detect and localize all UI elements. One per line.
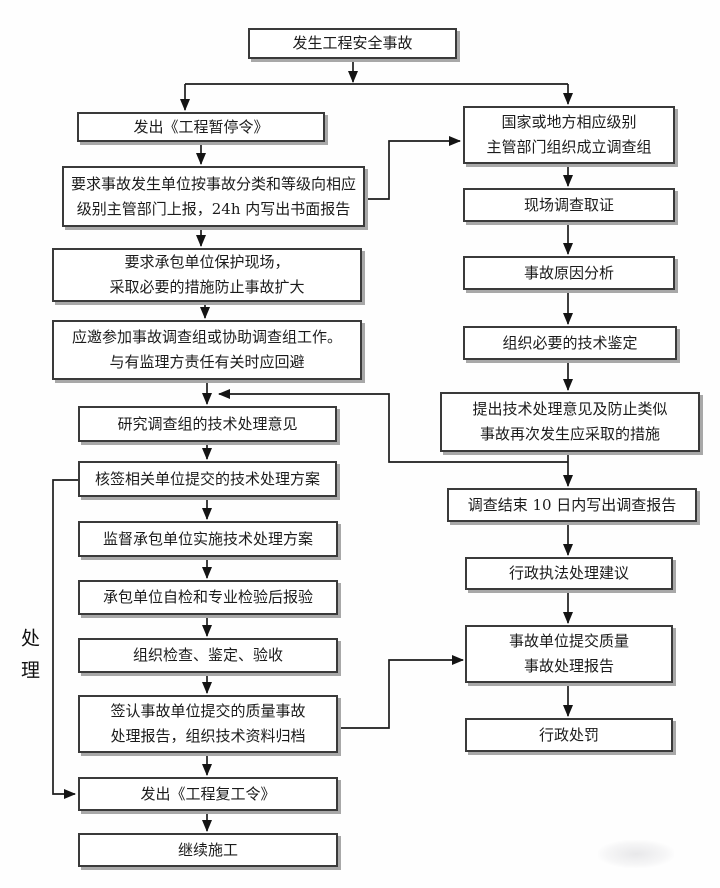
node-text-line: 研究调查组的技术处理意见 <box>117 414 298 433</box>
node-accident-occurs: 发生工程安全事故 <box>248 28 457 59</box>
watermark-blob <box>598 840 674 868</box>
node-countersign-plan: 核签相关单位提交的技术处理方案 <box>78 461 337 497</box>
node-text-line: 行政处罚 <box>538 725 599 744</box>
node-enforcement-suggestion: 行政执法处理建议 <box>465 557 673 590</box>
node-text-line: 调查结束 10 日内写出调查报告 <box>467 495 677 514</box>
node-text-line: 继续施工 <box>177 840 238 859</box>
node-text-line: 发生工程安全事故 <box>292 34 413 52</box>
node-cause-analysis: 事故原因分析 <box>463 256 675 290</box>
node-issue-resume-order: 发出《工程复工令》 <box>78 777 338 811</box>
node-technical-appraisal: 组织必要的技术鉴定 <box>463 326 677 360</box>
node-text-line: 事故原因分析 <box>523 263 614 282</box>
node-issue-suspension-order: 发出《工程暂停令》 <box>77 112 325 142</box>
node-investigation-report: 调查结束 10 日内写出调查报告 <box>447 488 697 522</box>
node-text-line: 发出《工程复工令》 <box>140 784 276 803</box>
node-continue-construction: 继续施工 <box>78 833 338 867</box>
node-text-line: 组织必要的技术鉴定 <box>502 333 638 352</box>
node-supervise-implementation: 监督承包单位实施技术处理方案 <box>78 521 338 557</box>
node-text-line: 国家或地方相应级别 <box>501 113 637 131</box>
node-text-line: 与有监理方责任有关时应回避 <box>109 353 305 371</box>
connector-b7-loop-b12 <box>52 479 78 799</box>
node-text-line: 签认事故单位提交的质量事故 <box>110 702 306 720</box>
node-submit-quality-report: 事故单位提交质量事故处理报告 <box>465 625 673 683</box>
node-text-line: 主管部门组织成立调查组 <box>486 138 652 156</box>
node-text-line: 处理报告，组织技术资料归档 <box>110 727 306 745</box>
node-text-line: 事故处理报告 <box>523 657 614 675</box>
node-text-line: 提出技术处理意见及防止类似 <box>472 400 668 418</box>
node-propose-measures: 提出技术处理意见及防止类似事故再次发生应采取的措施 <box>440 392 700 452</box>
connector-b11-to-r8 <box>338 655 464 729</box>
node-contractor-selfcheck: 承包单位自检和专业检验后报验 <box>78 580 338 615</box>
node-text-line: 要求承包单位保护现场， <box>124 253 290 271</box>
node-study-technical-opinions: 研究调查组的技术处理意见 <box>78 406 337 442</box>
node-administrative-penalty: 行政处罚 <box>465 718 673 752</box>
node-text-line: 现场调查取证 <box>523 195 614 214</box>
node-protect-site: 要求承包单位保护现场， 采取必要的措施防止事故扩大 <box>52 248 362 302</box>
node-text-line: 事故单位提交质量 <box>508 632 629 650</box>
node-text-line: 采取必要的措施防止事故扩大 <box>109 278 305 296</box>
node-site-investigation: 现场调查取证 <box>463 188 675 222</box>
node-text-line: 应邀参加事故调查组或协助调查组工作。 <box>71 328 342 346</box>
side-label-handling: 处理 <box>18 628 40 692</box>
node-text-line: 行政执法处理建议 <box>508 564 629 582</box>
node-text-line: 事故再次发生应采取的措施 <box>479 425 660 443</box>
connector-b3-to-r1 <box>365 136 461 200</box>
node-report-to-authority: 要求事故发生单位按事故分类和等级向相应级别主管部门上报，24h 内写出书面报告 <box>62 166 365 227</box>
node-text-line: 监督承包单位实施技术处理方案 <box>102 529 313 548</box>
node-authority-form-team: 国家或地方相应级别主管部门组织成立调查组 <box>463 106 675 164</box>
node-organize-inspection: 组织检查、鉴定、验收 <box>78 638 338 673</box>
node-text-line: 级别主管部门上报，24h 内写出书面报告 <box>76 199 351 218</box>
node-text-line: 要求事故发生单位按事故分类和等级向相应 <box>70 174 356 193</box>
node-text-line: 承包单位自检和专业检验后报验 <box>102 588 313 606</box>
node-countersign-report-archive: 签认事故单位提交的质量事故处理报告，组织技术资料归档 <box>78 695 338 753</box>
node-text-line: 发出《工程暂停令》 <box>133 117 269 136</box>
node-join-investigation: 应邀参加事故调查组或协助调查组工作。与有监理方责任有关时应回避 <box>52 320 362 380</box>
node-text-line: 组织检查、鉴定、验收 <box>132 646 283 664</box>
node-text-line: 核签相关单位提交的技术处理方案 <box>94 469 320 488</box>
